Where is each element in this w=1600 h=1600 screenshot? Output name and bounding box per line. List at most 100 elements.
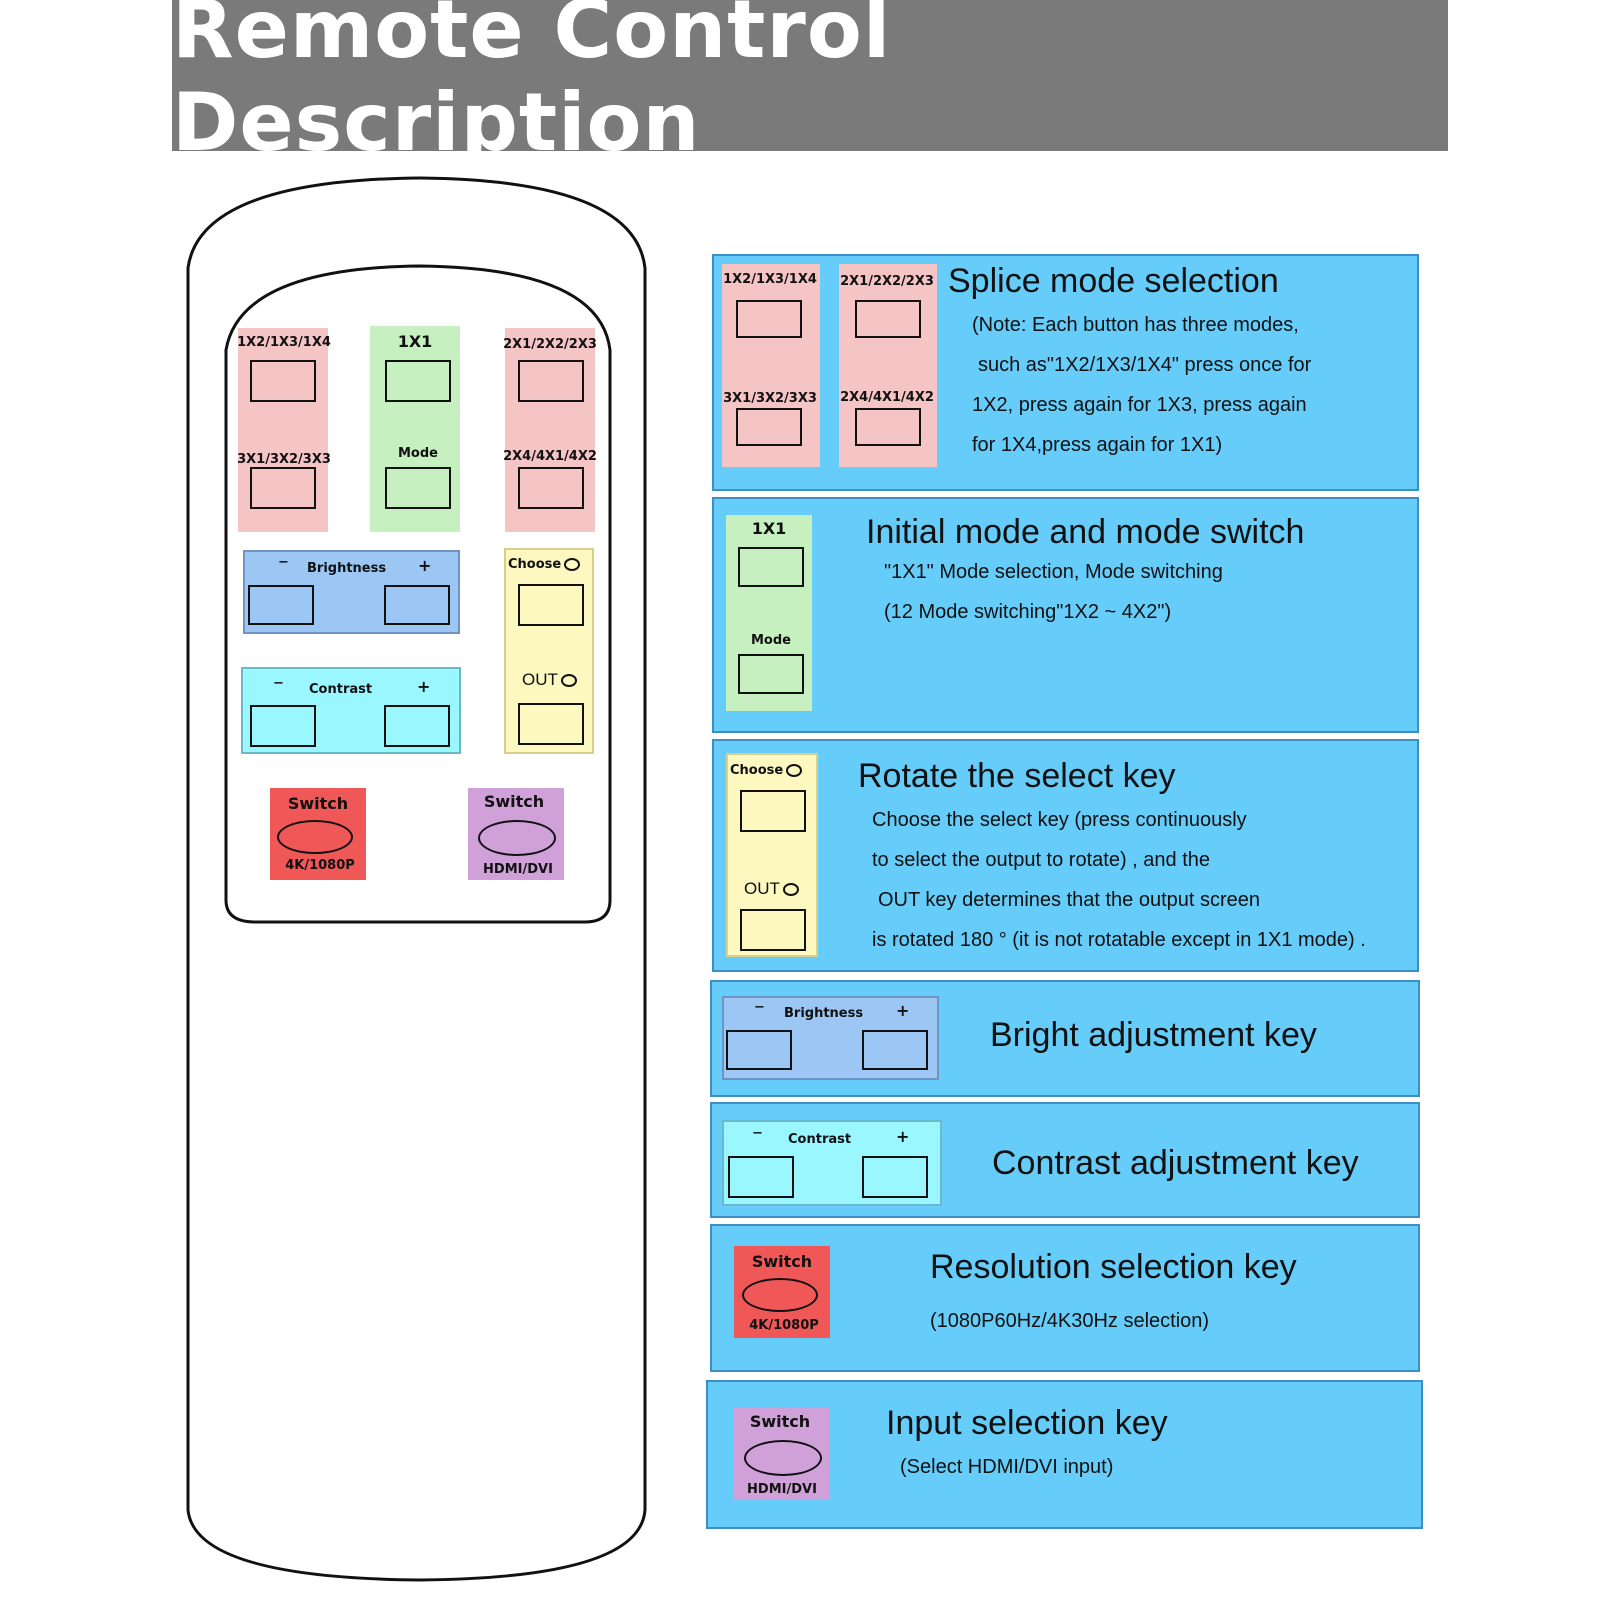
brightness-label: Brightness [307,561,387,576]
contrast-minus-label: − [752,1126,763,1141]
input-switch-button[interactable] [744,1440,822,1476]
rotate-icon [782,883,799,897]
choose-button[interactable] [740,790,806,832]
contrast-plus-label: + [896,1127,910,1146]
brightness-up-button[interactable] [384,585,450,625]
contrast-up-button[interactable] [384,705,450,747]
out-button[interactable] [740,909,806,951]
out-button[interactable] [518,703,584,745]
resolution-label: 4K/1080P [285,858,355,873]
brightness-up-button[interactable] [862,1030,928,1070]
splice-2x1-button[interactable] [518,360,584,402]
brightness-down-button[interactable] [248,585,314,625]
out-label-text: OUT [522,670,558,689]
rotate-icon [786,764,803,777]
panel-text: (Note: Each button has three modes, [972,314,1299,336]
panel-text: (Select HDMI/DVI input) [900,1456,1114,1478]
panel-text: 1X2, press again for 1X3, press again [972,394,1307,416]
panel-title: Rotate the select key [858,757,1176,795]
out-label: OUT [522,670,577,690]
resolution-panel: Switch 4K/1080P Resolution selection key… [710,1224,1420,1372]
initial-mode-panel: 1X1 Mode Initial mode and mode switch "1… [712,497,1419,733]
splice-left-top-label: 1X2/1X3/1X4 [237,335,331,350]
contrast-label: Contrast [788,1132,852,1147]
panel-text: "1X1" Mode selection, Mode switching [884,561,1223,583]
brightness-minus-label: − [754,1000,765,1015]
choose-label-text: Choose [508,557,562,572]
resolution-switch-button[interactable] [277,820,353,854]
resolution-label: 4K/1080P [749,1318,819,1333]
splice-mode-panel: 1X2/1X3/1X4 3X1/3X2/3X3 2X1/2X2/2X3 2X4/… [712,254,1419,491]
input-label: HDMI/DVI [747,1482,817,1497]
panel-title: Resolution selection key [930,1248,1297,1286]
panel-text: (12 Mode switching"1X2 ~ 4X2") [884,601,1172,623]
contrast-minus-label: − [273,676,284,691]
brightness-plus-label: + [418,556,432,575]
contrast-down-button[interactable] [728,1156,794,1198]
mode-1x1-button[interactable] [385,360,451,402]
input-panel: Switch HDMI/DVI Input selection key (Sel… [706,1380,1423,1529]
panel-text: (1080P60Hz/4K30Hz selection) [930,1310,1210,1332]
contrast-label: Contrast [309,682,373,697]
choose-label: Choose [508,557,581,572]
splice-3x1-button[interactable] [736,408,802,446]
panel-text: Choose the select key (press continuousl… [872,809,1247,831]
panel-title: Splice mode selection [948,262,1279,300]
switch-label: Switch [483,792,545,811]
splice-left-top-label: 1X2/1X3/1X4 [723,272,817,287]
brightness-panel: − Brightness + Bright adjustment key [710,980,1420,1097]
panel-title: Input selection key [886,1404,1168,1442]
brightness-plus-label: + [896,1001,910,1020]
switch-label: Switch [751,1252,813,1271]
panel-text: for 1X4,press again for 1X1) [972,434,1223,456]
panel-text: is rotated 180 ° (it is not rotatable ex… [872,929,1366,951]
panel-title: Contrast adjustment key [992,1144,1359,1182]
out-label-text: OUT [744,879,780,898]
splice-right-bottom-label: 2X4/4X1/4X2 [503,449,597,464]
contrast-up-button[interactable] [862,1156,928,1198]
mode-label: Mode [398,446,438,461]
mode-1x1-label: 1X1 [397,332,433,351]
switch-label: Switch [749,1412,811,1431]
mode-1x1-button[interactable] [738,547,804,587]
mode-1x1-label: 1X1 [751,519,787,538]
switch-label: Switch [287,794,349,813]
panel-title: Bright adjustment key [990,1016,1317,1054]
splice-3x1-button[interactable] [250,467,316,509]
splice-2x4-button[interactable] [855,408,921,446]
splice-2x4-button[interactable] [518,467,584,509]
input-label: HDMI/DVI [483,862,553,877]
choose-button[interactable] [518,584,584,626]
brightness-down-button[interactable] [726,1030,792,1070]
mode-button[interactable] [738,654,804,694]
rotate-icon [564,558,581,571]
splice-right-top-label: 2X1/2X2/2X3 [840,274,934,289]
mode-label: Mode [751,633,791,648]
rotate-panel: Choose OUT Rotate the select key Choose … [712,739,1419,972]
input-switch-button[interactable] [478,820,556,856]
mode-button[interactable] [385,467,451,509]
splice-right-bottom-label: 2X4/4X1/4X2 [840,390,934,405]
splice-right-top-label: 2X1/2X2/2X3 [503,337,597,352]
page-title: Remote Control Description [172,0,892,169]
out-label: OUT [744,879,799,899]
brightness-minus-label: − [278,555,289,570]
choose-label: Choose [730,763,803,778]
splice-1x2-button[interactable] [250,360,316,402]
contrast-panel: − Contrast + Contrast adjustment key [710,1102,1420,1218]
splice-2x1-button[interactable] [855,300,921,338]
choose-label-text: Choose [730,763,784,778]
panel-text: such as"1X2/1X3/1X4" press once for [978,354,1312,376]
contrast-down-button[interactable] [250,705,316,747]
splice-1x2-button[interactable] [736,300,802,338]
panel-text: OUT key determines that the output scree… [878,889,1261,911]
panel-text: to select the output to rotate) , and th… [872,849,1210,871]
contrast-plus-label: + [417,677,431,696]
resolution-switch-button[interactable] [742,1278,818,1312]
panel-title: Initial mode and mode switch [866,513,1305,551]
splice-left-bottom-label: 3X1/3X2/3X3 [237,452,331,467]
title-banner: Remote Control Description [172,0,1448,169]
rotate-icon [560,674,577,688]
brightness-label: Brightness [784,1006,864,1021]
splice-left-bottom-label: 3X1/3X2/3X3 [723,391,817,406]
